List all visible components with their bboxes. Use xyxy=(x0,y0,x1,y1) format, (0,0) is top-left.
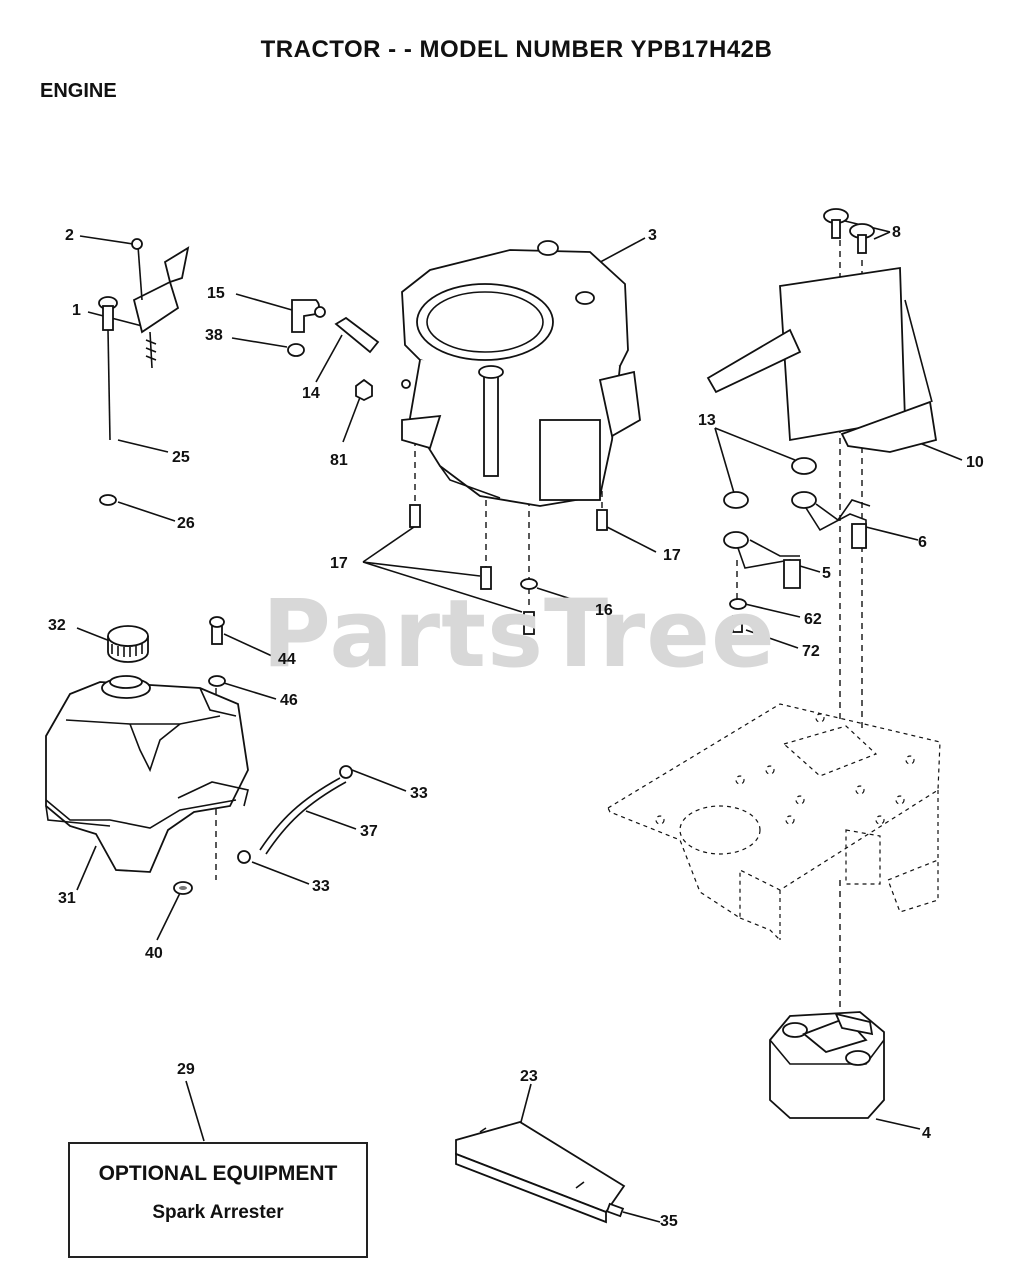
leader-lines xyxy=(76,220,963,1223)
callout-33-bottom: 33 xyxy=(312,878,330,895)
callout-16: 16 xyxy=(595,602,613,619)
callout-62: 62 xyxy=(804,611,822,628)
heat-shield-part xyxy=(706,266,938,453)
muffler-part xyxy=(769,1011,885,1119)
section-title: ENGINE xyxy=(40,80,117,102)
callout-81: 81 xyxy=(330,452,348,469)
callout-3: 3 xyxy=(648,227,657,244)
spark-arrester-label: Spark Arrester xyxy=(152,1202,284,1223)
callout-15: 15 xyxy=(207,285,225,302)
callout-38: 38 xyxy=(205,327,223,344)
spark-arrester-part xyxy=(455,1121,626,1224)
callout-6: 6 xyxy=(918,534,927,551)
fuel-tank-part xyxy=(45,616,249,873)
callout-2: 2 xyxy=(65,227,74,244)
callout-26: 26 xyxy=(177,515,195,532)
dipstick-part xyxy=(98,296,118,506)
callout-33-top: 33 xyxy=(410,785,428,802)
page-title: TRACTOR - - MODEL NUMBER YPB17H42B xyxy=(260,36,773,63)
callout-35: 35 xyxy=(660,1213,678,1230)
exhaust-pipe-parts xyxy=(723,457,871,633)
optional-equipment-label: OPTIONAL EQUIPMENT xyxy=(98,1162,338,1185)
callout-17-left: 17 xyxy=(330,555,348,572)
callout-44: 44 xyxy=(278,651,296,668)
callout-29: 29 xyxy=(177,1061,195,1078)
bolt-parts xyxy=(409,504,608,635)
callout-8: 8 xyxy=(892,224,901,241)
callout-14: 14 xyxy=(302,385,320,402)
fuel-line-parts xyxy=(173,765,353,895)
top-bolt-parts xyxy=(823,208,875,254)
callout-32: 32 xyxy=(48,617,66,634)
callout-23: 23 xyxy=(520,1068,538,1085)
callout-46: 46 xyxy=(280,692,298,709)
callout-40: 40 xyxy=(145,945,163,962)
callout-72: 72 xyxy=(802,643,820,660)
chassis-frame-part xyxy=(607,703,941,941)
fittings-parts xyxy=(287,299,411,402)
callout-10: 10 xyxy=(966,454,984,471)
watermark: PartsTree xyxy=(262,580,776,689)
optional-equipment-box: OPTIONAL EQUIPMENT Spark Arrester xyxy=(68,1142,368,1258)
callout-1: 1 xyxy=(72,302,81,319)
engine-part xyxy=(401,240,641,507)
callout-17-right: 17 xyxy=(663,547,681,564)
callout-4: 4 xyxy=(922,1125,931,1142)
callout-37: 37 xyxy=(360,823,378,840)
throttle-control-part xyxy=(131,238,190,369)
callout-13: 13 xyxy=(698,412,716,429)
callout-31: 31 xyxy=(58,890,76,907)
callout-25: 25 xyxy=(172,449,190,466)
callout-5: 5 xyxy=(822,565,831,582)
